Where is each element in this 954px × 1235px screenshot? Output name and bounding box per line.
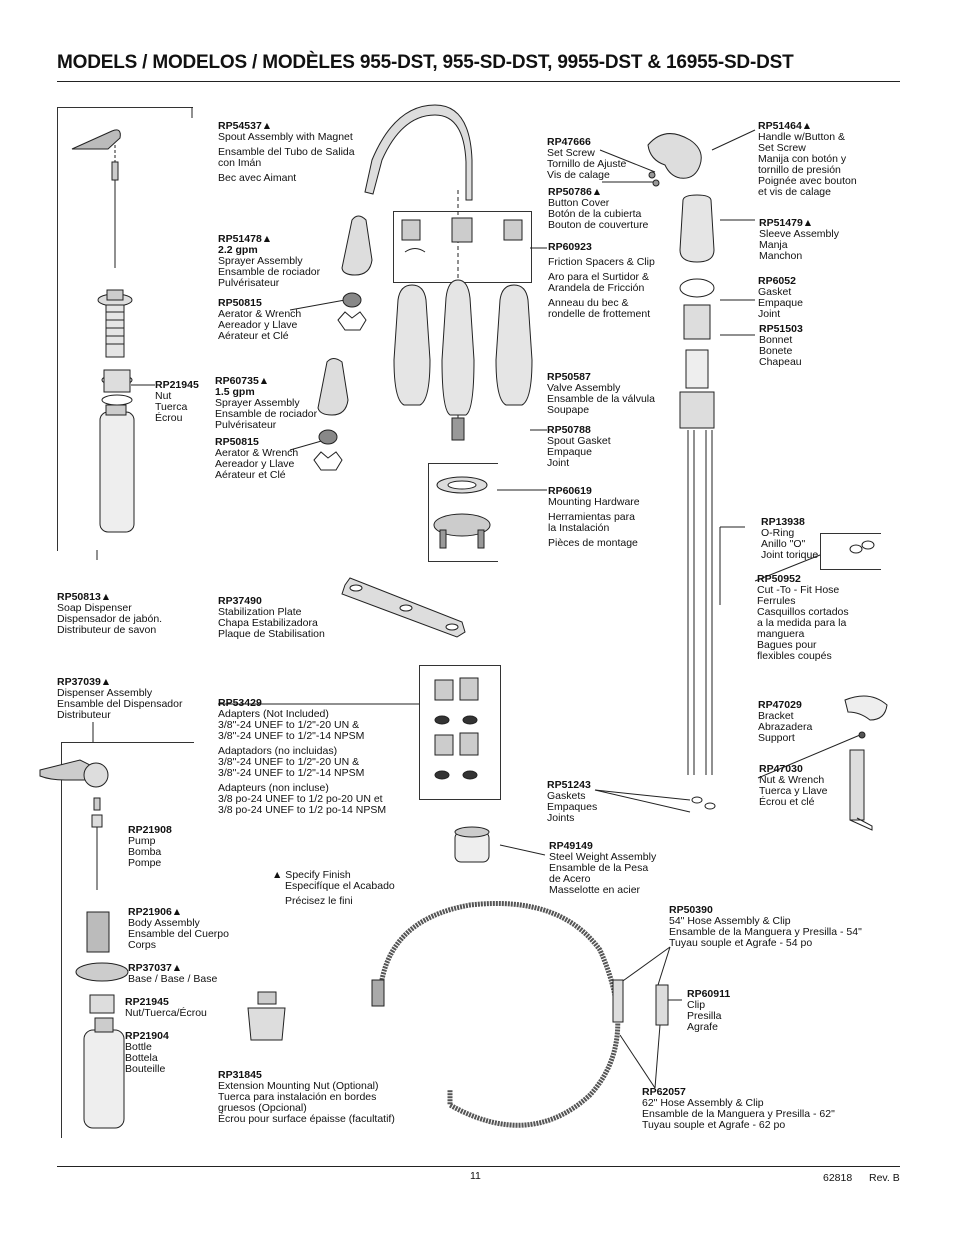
- label-rp50813: RP50813▲ Soap Dispenser Dispensador de j…: [57, 591, 163, 636]
- label-rp50788: RP50788 Spout Gasket Empaque Joint: [547, 424, 611, 469]
- label-rp54537: RP54537▲ Spout Assembly with Magnet Ensa…: [218, 120, 355, 184]
- soap-dispenser-box: [57, 107, 193, 551]
- specify-finish-note: ▲ Specify Finish Especifíque el Acabado …: [272, 869, 395, 907]
- label-rp21908: RP21908 Pump Bomba Pompe: [128, 824, 172, 869]
- label-rp53429: RP53429 Adapters (Not Included) 3/8"-24 …: [218, 697, 387, 816]
- label-rp21945-nut: RP21945 Nut Tuerca Écrou: [155, 379, 199, 424]
- label-rp13938: RP13938 O-Ring Anillo "O" Joint torique: [761, 516, 819, 561]
- label-rp21904: RP21904 Bottle Bottela Bouteille: [125, 1030, 169, 1075]
- o-ring-box: [820, 533, 881, 570]
- label-rp6052: RP6052 Gasket Empaque Joint: [758, 275, 803, 320]
- label-rp50815-b: RP50815 Aerator & Wrench Aereador y Llav…: [215, 436, 299, 481]
- title-rule: [57, 81, 900, 82]
- label-rp47029: RP47029 Bracket Abrazadera Support: [758, 699, 813, 744]
- label-rp50390: RP50390 54" Hose Assembly & Clip Ensambl…: [669, 904, 862, 949]
- label-rp31845: RP31845 Extension Mounting Nut (Optional…: [218, 1069, 395, 1125]
- label-rp51478: RP51478▲ 2.2 gpm Sprayer Assembly Ensamb…: [218, 233, 321, 289]
- label-rp51464: RP51464▲ Handle w/Button & Set Screw Man…: [758, 120, 857, 198]
- adapters-box: [419, 665, 501, 800]
- label-rp62057: RP62057 62" Hose Assembly & Clip Ensambl…: [642, 1086, 835, 1131]
- page-number: 11: [470, 1170, 481, 1182]
- label-rp60619: RP60619 Mounting Hardware Herramientas p…: [548, 485, 640, 549]
- label-rp21945-nut-b: RP21945 Nut/Tuerca/Écrou: [125, 996, 207, 1019]
- label-rp50952: RP50952 Cut -To - Fit Hose Ferrules Casq…: [757, 573, 849, 662]
- label-rp60923: RP60923 Friction Spacers & Clip Aro para…: [548, 241, 655, 320]
- label-rp50587: RP50587 Valve Assembly Ensamble de la vá…: [547, 371, 655, 416]
- page-title: MODELS / MODELOS / MODÈLES 955-DST, 955-…: [57, 52, 794, 73]
- mounting-hardware-box: [428, 463, 498, 562]
- label-rp60911: RP60911 Clip Presilla Agrafe: [687, 988, 731, 1033]
- label-rp51503: RP51503 Bonnet Bonete Chapeau: [759, 323, 803, 368]
- footer-rule: [57, 1166, 900, 1167]
- revision: Rev. B: [869, 1172, 900, 1184]
- label-rp47030: RP47030 Nut & Wrench Tuerca y Llave Écro…: [759, 763, 828, 808]
- label-rp60735: RP60735▲ 1.5 gpm Sprayer Assembly Ensamb…: [215, 375, 318, 431]
- label-rp51243: RP51243 Gaskets Empaques Joints: [547, 779, 598, 824]
- label-rp50815-a: RP50815 Aerator & Wrench Aereador y Llav…: [218, 297, 302, 342]
- document-number: 62818: [823, 1172, 853, 1184]
- label-rp37037: RP37037▲ Base / Base / Base: [128, 962, 218, 985]
- label-rp50786: RP50786▲ Button Cover Botón de la cubier…: [548, 186, 649, 231]
- label-rp47666: RP47666 Set Screw Tornillo de Ajuste Vis…: [547, 136, 627, 181]
- label-rp51479: RP51479▲ Sleeve Assembly Manja Manchon: [759, 217, 839, 262]
- label-rp49149: RP49149 Steel Weight Assembly Ensamble d…: [549, 840, 657, 896]
- label-rp37490: RP37490 Stabilization Plate Chapa Estabi…: [218, 595, 325, 640]
- label-rp37039: RP37039▲ Dispenser Assembly Ensamble del…: [57, 676, 183, 721]
- label-rp21906: RP21906▲ Body Assembly Ensamble del Cuer…: [128, 906, 229, 951]
- dispenser-assembly-box: [61, 742, 194, 1138]
